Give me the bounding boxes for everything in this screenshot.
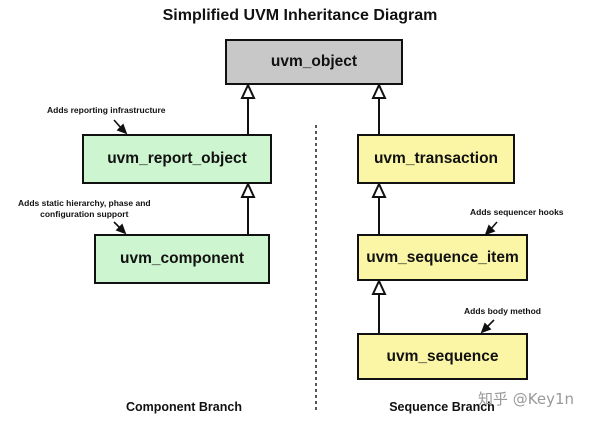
diagram-title: Simplified UVM Inheritance Diagram xyxy=(162,7,438,24)
uvm-component-box: uvm_component xyxy=(94,234,270,284)
note-arrow-head-icon xyxy=(116,123,128,135)
note-body-method: Adds body method xyxy=(464,306,541,316)
inheritance-arrow-icon xyxy=(371,82,387,99)
inheritance-arrow-icon xyxy=(371,278,387,295)
note-arrow-head-icon xyxy=(115,223,127,235)
sequence-branch-label: Sequence Branch xyxy=(389,400,495,414)
inheritance-arrow-icon xyxy=(371,181,387,198)
watermark: 知乎 @Key1n xyxy=(478,390,575,408)
uvm-object-box: uvm_object xyxy=(225,39,403,85)
note-reporting: Adds reporting infrastructure xyxy=(47,105,166,115)
uvm-report-object-box: uvm_report_object xyxy=(82,134,272,184)
note-sequencer-hooks: Adds sequencer hooks xyxy=(470,207,564,217)
uvm-transaction-box: uvm_transaction xyxy=(357,134,515,184)
inheritance-arrow-icon xyxy=(240,181,256,198)
note-static-hierarchy: Adds static hierarchy, phase and configu… xyxy=(18,198,151,219)
note-arrow-head-icon xyxy=(484,224,496,236)
inheritance-arrow-icon xyxy=(240,82,256,99)
uvm-sequence-item-box: uvm_sequence_item xyxy=(357,234,528,281)
uvm-sequence-box: uvm_sequence xyxy=(357,333,528,380)
component-branch-label: Component Branch xyxy=(126,400,242,414)
note-arrow-head-icon xyxy=(480,322,492,334)
